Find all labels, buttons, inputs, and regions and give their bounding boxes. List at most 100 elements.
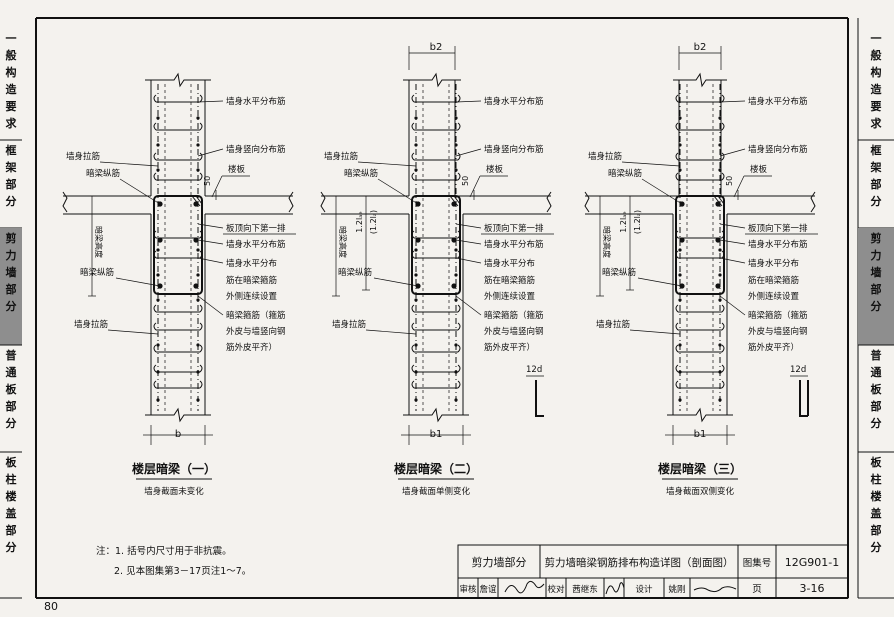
right-tab-2-char: 墙 xyxy=(871,265,882,279)
rebar-hook xyxy=(153,380,157,389)
tb-drawing-title: 剪力墙暗梁钢筋排布构造详图（剖面图） xyxy=(545,556,734,569)
wall-bar-dot xyxy=(718,298,722,302)
rebar-hook xyxy=(199,364,203,373)
label-beam-longitudinal-2: 暗梁纵筋 xyxy=(80,267,114,278)
rebar-hook xyxy=(721,380,725,389)
break-line xyxy=(546,191,552,213)
leader-line xyxy=(719,148,746,157)
label-stirrup-c: 筋外皮平齐） xyxy=(226,342,277,353)
rebar-hook xyxy=(675,122,679,131)
right-tab-4-char: 盖 xyxy=(871,506,882,520)
rebar-hook xyxy=(153,172,157,181)
wall-bar-dot xyxy=(454,273,458,277)
left-tab-2-char: 剪 xyxy=(6,231,17,245)
left-tab-4-char: 楼 xyxy=(6,489,17,503)
label-stirrup-b: 外皮与墙竖向钢 xyxy=(226,326,286,337)
leader-line xyxy=(119,178,161,205)
tb-design-label: 设计 xyxy=(635,584,653,595)
right-tab-0-char: 般 xyxy=(871,48,882,62)
rebar-hook xyxy=(153,344,157,353)
tb-atlas-label: 图集号 xyxy=(743,557,772,569)
leader-line xyxy=(455,148,482,157)
right-tab-1-char: 框 xyxy=(871,143,882,157)
dim-12d: 12d xyxy=(790,365,806,375)
stirrup-hook xyxy=(191,195,203,207)
label-wall-tie-2: 墙身拉筋 xyxy=(596,319,630,330)
label-beam-height: 暗梁高度 xyxy=(338,226,348,258)
wall-bar-dot xyxy=(156,168,160,172)
beam-long-bar xyxy=(451,201,457,207)
rebar-hook xyxy=(411,304,415,313)
right-tab-1-char: 部 xyxy=(871,177,882,191)
beam-long-bar xyxy=(193,201,199,207)
label-stirrup-c: 筋外皮平齐） xyxy=(748,342,799,353)
rebar-hook xyxy=(457,380,461,389)
rebar-hook xyxy=(199,380,203,389)
wall-bar-dot xyxy=(678,343,682,347)
wall-bar-dot xyxy=(414,298,418,302)
wall-bar-dot xyxy=(196,273,200,277)
rebar-hook xyxy=(411,364,415,373)
label-stirrup-a: 暗梁箍筋（箍筋 xyxy=(226,310,286,321)
wall-bar-dot xyxy=(678,248,682,252)
dim-b1: b1 xyxy=(430,429,443,440)
rebar-hook xyxy=(675,364,679,373)
beam-long-bar xyxy=(451,237,457,243)
break-line xyxy=(145,72,211,88)
break-line xyxy=(673,72,727,88)
wall-bar-dot xyxy=(718,343,722,347)
leader-line xyxy=(641,178,683,205)
label-beam-longitudinal: 暗梁纵筋 xyxy=(344,168,378,179)
rebar-hook xyxy=(721,344,725,353)
dim-50: 50 xyxy=(203,176,212,186)
label-horizontal-bar: 墙身水平分布筋 xyxy=(484,239,544,250)
wall-bar-dot xyxy=(196,370,200,374)
leader-line xyxy=(719,223,746,229)
reviewer-signature xyxy=(504,580,545,594)
right-tab-active-bg xyxy=(858,228,894,345)
caption-sub-3: 墙身截面双侧变化 xyxy=(666,486,735,497)
wall-bar-dot xyxy=(156,398,160,402)
left-tab-1-char: 框 xyxy=(6,143,17,157)
right-tab-2-char: 部 xyxy=(871,282,882,296)
leader-line xyxy=(621,161,681,167)
beam-long-bar xyxy=(193,283,199,289)
label-horizontal-bar-b: 筋在暗梁箍筋 xyxy=(484,275,535,286)
rebar-hook xyxy=(153,152,157,161)
right-tab-2-char: 剪 xyxy=(871,231,882,245)
right-tab-3-char: 分 xyxy=(871,416,882,430)
wall-bar-dot xyxy=(414,273,418,277)
right-tab-0-char: 求 xyxy=(871,116,883,130)
label-horizontal-bar: 墙身水平分布筋 xyxy=(226,239,286,250)
rebar-hook xyxy=(721,172,725,181)
leader-line xyxy=(637,277,683,287)
rebar-hook xyxy=(675,94,679,103)
detail-floor-beam-2: 墙身水平分布筋墙身竖向分布筋板顶向下第一排墙身水平分布筋墙身水平分布筋在暗梁箍筋… xyxy=(320,42,554,445)
right-tab-4-char: 板 xyxy=(871,455,883,469)
dim-50: 50 xyxy=(725,176,734,186)
left-tab-0-char: 般 xyxy=(6,48,17,62)
wall-bar-dot xyxy=(678,168,682,172)
break-line xyxy=(584,191,590,213)
wall-bar-dot xyxy=(196,168,200,172)
rebar-hook xyxy=(457,304,461,313)
rebar-hook xyxy=(153,304,157,313)
left-tab-2-char: 墙 xyxy=(6,265,17,279)
rebar-hook xyxy=(199,344,203,353)
rebar-hook xyxy=(153,364,157,373)
rebar-hook xyxy=(411,344,415,353)
left-tab-3-char: 通 xyxy=(6,366,17,379)
wall-bar-dot xyxy=(454,298,458,302)
rebar-hook xyxy=(721,304,725,313)
leader-line xyxy=(719,100,746,103)
label-wall-vertical-bar: 墙身竖向分布筋 xyxy=(748,144,808,155)
right-tab-3-char: 通 xyxy=(871,366,882,379)
leader-line xyxy=(197,223,224,229)
dim-12d: 12d xyxy=(526,365,542,375)
rebar-hook xyxy=(199,152,203,161)
right-tab-1-char: 架 xyxy=(870,160,882,174)
label-horizontal-bar-c: 外侧连续设置 xyxy=(484,291,536,302)
wall-bar-dot xyxy=(718,116,722,120)
leader-line xyxy=(629,329,681,335)
